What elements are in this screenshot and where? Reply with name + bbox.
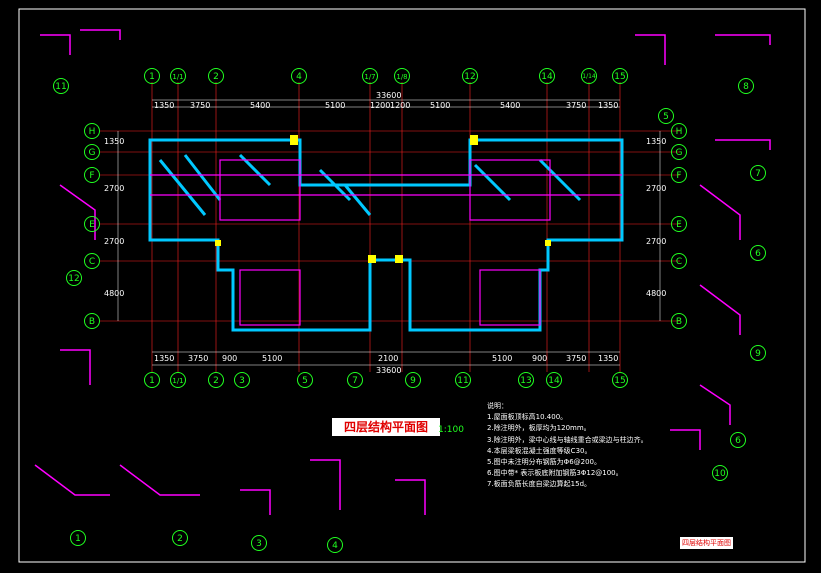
- axis-bubble-right: E: [671, 216, 687, 232]
- axis-bubble-right: B: [671, 313, 687, 329]
- note-line: 3.除注明外，梁中心线与轴线重合或梁边与柱边齐。: [487, 435, 648, 444]
- dim-label-right: 2700: [646, 237, 667, 246]
- sheet-border: [18, 8, 806, 563]
- axis-bubble-left: B: [84, 313, 100, 329]
- dim-label-right: 2700: [646, 184, 667, 193]
- axis-bubble-left: E: [84, 216, 100, 232]
- detail-bubble: 7: [750, 165, 766, 181]
- axis-bubble-top: 1/7: [362, 68, 378, 84]
- dim-label: 5100: [430, 101, 451, 110]
- detail-bubble: 11: [53, 78, 69, 94]
- grid-lines: [100, 82, 680, 372]
- dim-label: 1350: [154, 101, 175, 110]
- dim-label-left: 1350: [104, 137, 125, 146]
- detail-bubble: 8: [738, 78, 754, 94]
- axis-bubble-bottom: 9: [405, 372, 421, 388]
- dim-total-bottom: 33600: [376, 366, 402, 375]
- detail-bubble: 9: [750, 345, 766, 361]
- column-hatch: [215, 135, 551, 263]
- detail-bubble: 6: [750, 245, 766, 261]
- axis-bubble-left: F: [84, 167, 100, 183]
- note-line: 6.图中带* 表示板底附加钢筋3Φ12@100。: [487, 469, 623, 478]
- axis-bubble-top: 12: [462, 68, 478, 84]
- axis-bubble-bottom: 5: [297, 372, 313, 388]
- dim-label: 3750: [188, 354, 209, 363]
- dim-label-left: 2700: [104, 184, 125, 193]
- axis-bubble-top: 14: [539, 68, 555, 84]
- dim-label: 3750: [190, 101, 211, 110]
- detail-bubble: 3: [251, 535, 267, 551]
- title-stamp: 四层结构平面图: [680, 537, 733, 549]
- note-line: 1.屋面板顶标高10.400。: [487, 413, 568, 422]
- dim-label: 5100: [325, 101, 346, 110]
- dim-label: 1350: [154, 354, 175, 363]
- axis-bubble-top: 1: [144, 68, 160, 84]
- dim-label: 2100: [378, 354, 399, 363]
- dim-label-right: 4800: [646, 289, 667, 298]
- note-line: 5.图中未注明分布钢筋为Φ6@200。: [487, 458, 602, 467]
- drawing-title: 四层结构平面图: [332, 418, 440, 436]
- dim-label: 1350: [598, 101, 619, 110]
- axis-bubble-left: C: [84, 253, 100, 269]
- axis-bubble-bottom: 7: [347, 372, 363, 388]
- beam-outline: [148, 138, 624, 332]
- detail-bubble: 2: [172, 530, 188, 546]
- dim-label: 3750: [566, 101, 587, 110]
- axis-bubble-top: 4: [291, 68, 307, 84]
- note-line: 2.除注明外，板厚均为120mm。: [487, 424, 591, 433]
- axis-bubble-bottom: 15: [612, 372, 628, 388]
- note-line: 4.本层梁板混凝土强度等级C30。: [487, 446, 592, 455]
- detail-bubble: 4: [327, 537, 343, 553]
- dim-label: 5400: [250, 101, 271, 110]
- axis-bubble-bottom: 3: [234, 372, 250, 388]
- detail-bubble: 6: [730, 432, 746, 448]
- dim-total-top: 33600: [376, 91, 402, 100]
- dim-label: 1350: [598, 354, 619, 363]
- axis-bubble-top: 1/8: [394, 68, 410, 84]
- axis-bubble-top: 15: [612, 68, 628, 84]
- dim-label: 3750: [566, 354, 587, 363]
- axis-bubble-bottom: 1: [144, 372, 160, 388]
- detail-bubble: 12: [66, 270, 82, 286]
- dimension-lines: [117, 99, 661, 366]
- dim-label: 5400: [500, 101, 521, 110]
- axis-bubble-bottom: 11: [455, 372, 471, 388]
- axis-bubble-top: 2: [208, 68, 224, 84]
- slab-lines: [150, 159, 622, 326]
- axis-bubble-left: H: [84, 123, 100, 139]
- detail-bubble: 10: [712, 465, 728, 481]
- dim-label: 1200: [390, 101, 411, 110]
- axis-bubble-bottom: 1/1: [170, 372, 186, 388]
- dim-label: 1200: [370, 101, 391, 110]
- note-line: 7.板面负筋长度自梁边算起15d。: [487, 480, 592, 489]
- axis-bubble-bottom: 14: [546, 372, 562, 388]
- axis-bubble-right: G: [671, 144, 687, 160]
- detail-bubble: 5: [658, 108, 674, 124]
- dim-label: 5100: [262, 354, 283, 363]
- axis-bubble-right: F: [671, 167, 687, 183]
- axis-bubble-right: C: [671, 253, 687, 269]
- dim-label: 900: [222, 354, 238, 363]
- axis-bubble-left: G: [84, 144, 100, 160]
- dim-label-right: 1350: [646, 137, 667, 146]
- detail-bubble: 1: [70, 530, 86, 546]
- drawing-scale: 1:100: [438, 425, 464, 435]
- axis-bubble-top: 1/14: [581, 68, 597, 84]
- detail-sketches: [34, 29, 771, 515]
- notes-heading: 说明：: [487, 402, 508, 410]
- axis-bubble-top: 1/1: [170, 68, 186, 84]
- axis-bubble-bottom: 2: [208, 372, 224, 388]
- dim-label: 5100: [492, 354, 513, 363]
- axis-bubble-right: H: [671, 123, 687, 139]
- axis-bubble-bottom: 13: [518, 372, 534, 388]
- dim-label-left: 2700: [104, 237, 125, 246]
- dim-label: 900: [532, 354, 548, 363]
- general-notes: 说明： 1.屋面板顶标高10.400。 2.除注明外，板厚均为120mm。 3.…: [487, 401, 648, 491]
- dim-label-left: 4800: [104, 289, 125, 298]
